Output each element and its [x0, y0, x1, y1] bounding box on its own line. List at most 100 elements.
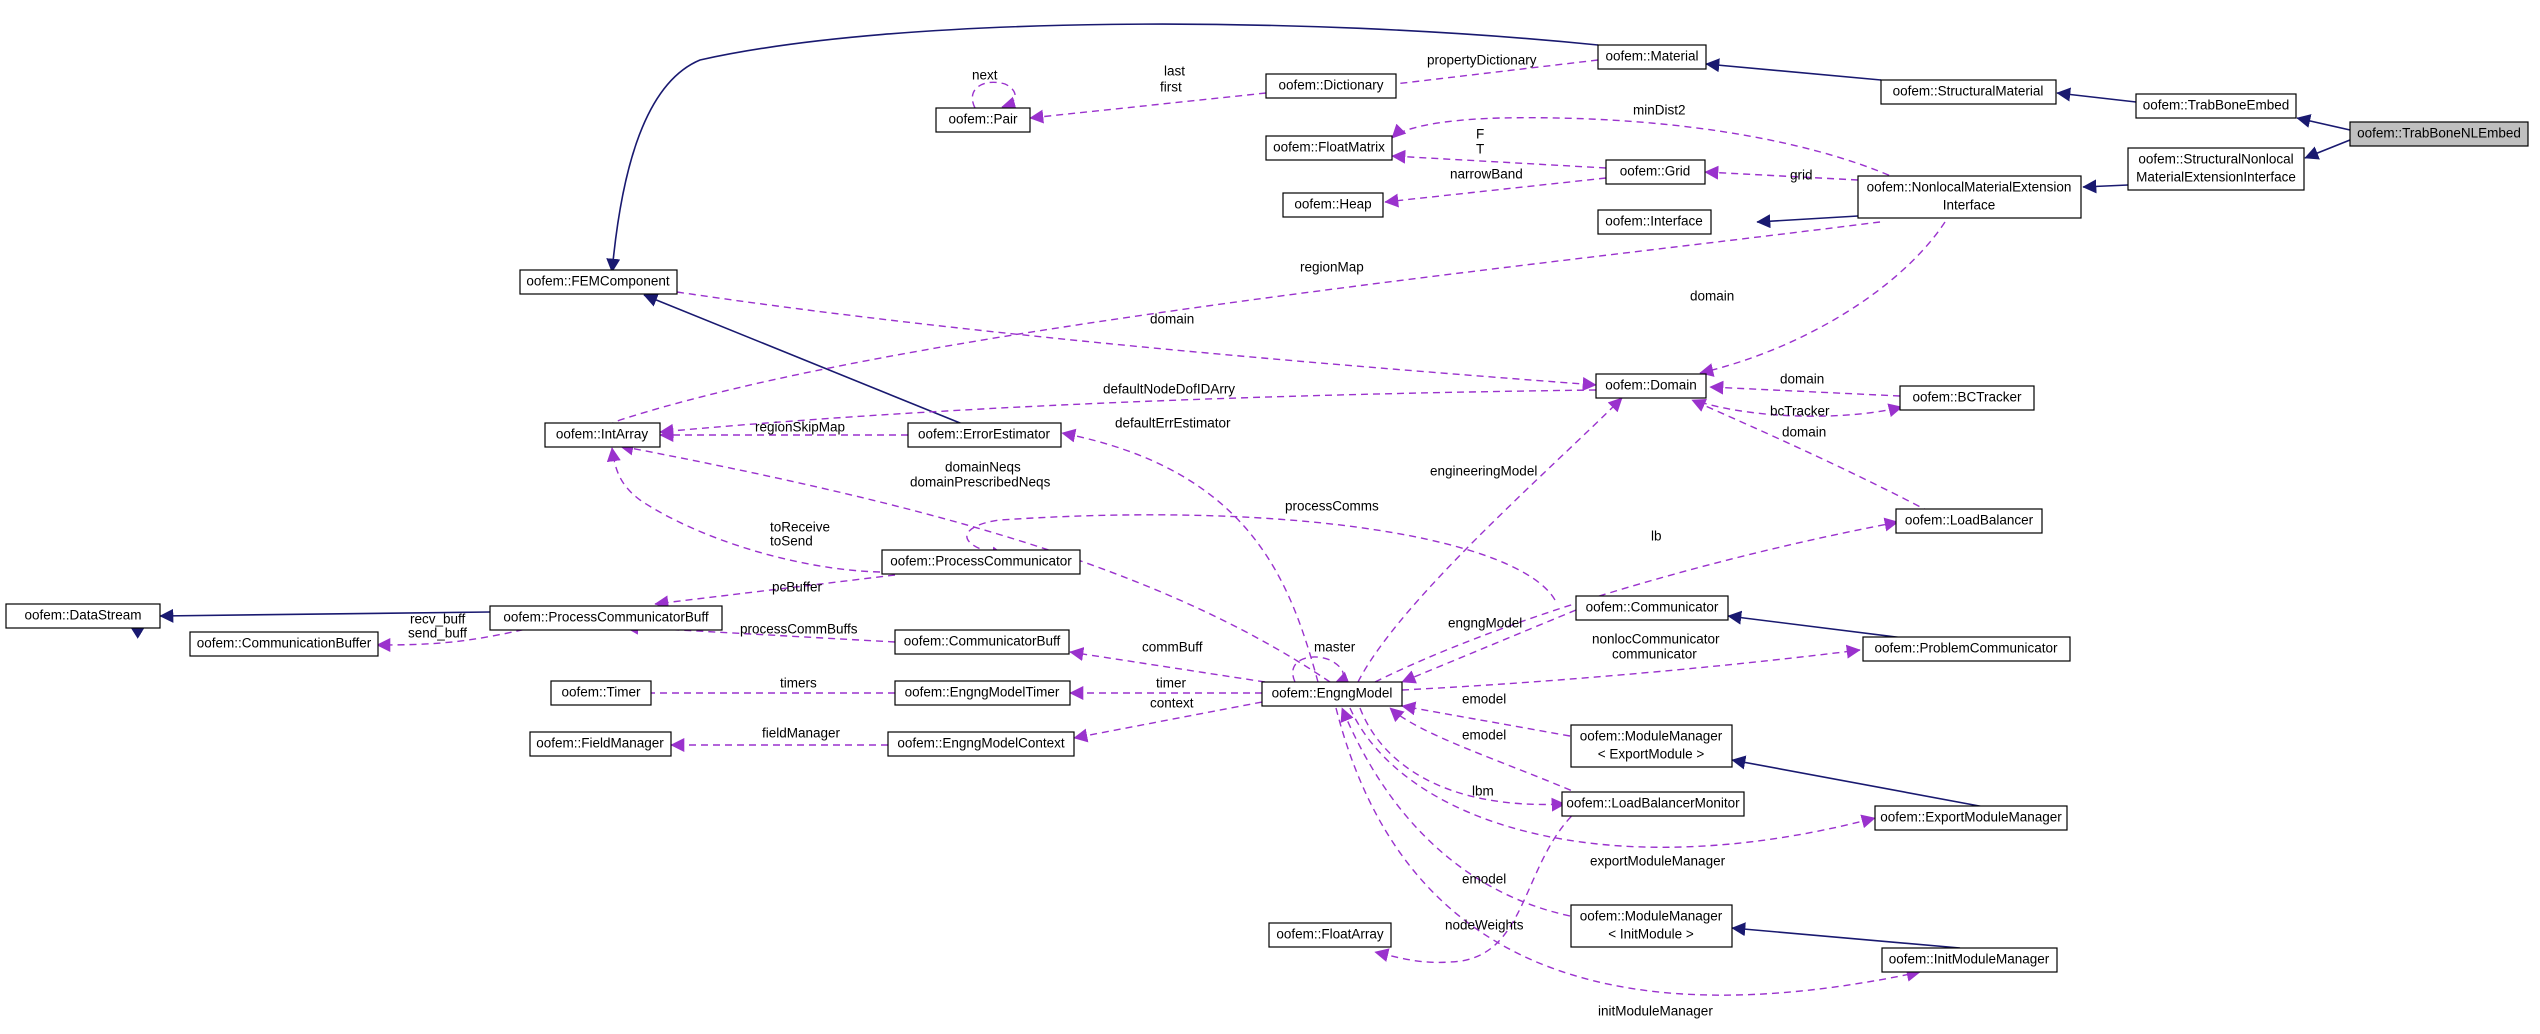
edge-trabbonenlembed-trabboneembed: [2296, 114, 2351, 131]
node-trabboneembed-label: oofem::TrabBoneEmbed: [2143, 98, 2290, 113]
node-processcommunicator-label: oofem::ProcessCommunicator: [890, 554, 1072, 569]
node-processcommunicator[interactable]: oofem::ProcessCommunicator: [881, 549, 1081, 575]
node-engngmodel-label: oofem::EngngModel: [1272, 686, 1393, 701]
node-material[interactable]: oofem::Material: [1597, 44, 1707, 70]
label-domain-bctracker: domain: [1780, 372, 1824, 387]
node-communicator[interactable]: oofem::Communicator: [1575, 595, 1729, 621]
node-loadbalancer[interactable]: oofem::LoadBalancer: [1895, 508, 2043, 534]
node-processcommunicatorbuff[interactable]: oofem::ProcessCommunicatorBuff: [489, 605, 723, 631]
node-structuralnonlocalmei[interactable]: oofem::StructuralNonlocal MaterialExtens…: [2127, 147, 2305, 191]
edge-loadbalancer-domain: [1691, 398, 1931, 513]
node-modulemanagerexport[interactable]: oofem::ModuleManager < ExportModule >: [1570, 724, 1733, 768]
node-nonlocalmei-label-1: oofem::NonlocalMaterialExtension: [1867, 180, 2072, 195]
node-communicatorbuff[interactable]: oofem::CommunicatorBuff: [894, 629, 1070, 655]
node-interface[interactable]: oofem::Interface: [1597, 209, 1712, 235]
node-interface-label: oofem::Interface: [1605, 214, 1703, 229]
label-pcbuffer: pcBuffer: [772, 580, 823, 595]
node-structuralmaterial[interactable]: oofem::StructuralMaterial: [1880, 79, 2057, 105]
node-datastream-label: oofem::DataStream: [24, 608, 141, 623]
node-modulemanagerinit-label-2: < InitModule >: [1608, 927, 1694, 942]
edge-engngmodel-loadbalancer: [1374, 517, 1899, 683]
node-modulemanagerinit[interactable]: oofem::ModuleManager < InitModule >: [1570, 904, 1733, 948]
node-loadbalancermonitor[interactable]: oofem::LoadBalancerMonitor: [1561, 791, 1745, 817]
edge-engngmodel-problemcommunicator: [1401, 644, 1861, 691]
node-errorestimator[interactable]: oofem::ErrorEstimator: [907, 422, 1062, 448]
edge-engngmodel-intarray: [619, 441, 1331, 683]
node-timer-label: oofem::Timer: [561, 685, 641, 700]
node-dictionary[interactable]: oofem::Dictionary: [1265, 73, 1397, 99]
node-communicator-label: oofem::Communicator: [1586, 600, 1719, 615]
node-structuralmaterial-label: oofem::StructuralMaterial: [1893, 84, 2044, 99]
node-modulemanagerexport-label-2: < ExportModule >: [1598, 747, 1705, 762]
node-engngmodelcontext-label: oofem::EngngModelContext: [897, 736, 1065, 751]
node-domain[interactable]: oofem::Domain: [1595, 373, 1707, 399]
label-exportmodulemanager: exportModuleManager: [1590, 854, 1726, 869]
node-grid[interactable]: oofem::Grid: [1605, 159, 1706, 185]
edge-bctracker-domain: [1709, 380, 1901, 397]
node-exportmodulemanager[interactable]: oofem::ExportModuleManager: [1874, 805, 2068, 831]
label-recv-buff: recv_buff: [410, 612, 466, 627]
label-first: first: [1160, 80, 1182, 95]
node-heap-label: oofem::Heap: [1294, 197, 1371, 212]
node-engngmodeltimer-label: oofem::EngngModelTimer: [905, 685, 1060, 700]
label-tosend: toSend: [770, 534, 813, 549]
node-datastream[interactable]: oofem::DataStream: [5, 603, 161, 629]
edge-engngmodel-exportmodulemanager: [1349, 707, 1876, 848]
node-femcomponent[interactable]: oofem::FEMComponent: [519, 269, 678, 295]
edge-material-femcomponent: [606, 23, 1599, 273]
node-heap[interactable]: oofem::Heap: [1282, 192, 1384, 218]
edge-communicator-engngmodel: [1401, 609, 1577, 684]
node-nonlocalmei[interactable]: oofem::NonlocalMaterialExtension Interfa…: [1857, 175, 2082, 219]
node-communicationbuffer-label: oofem::CommunicationBuffer: [197, 636, 372, 651]
label-f: F: [1476, 127, 1484, 142]
node-bctracker[interactable]: oofem::BCTracker: [1899, 385, 2035, 411]
usage-edges: [376, 59, 1946, 996]
label-regionskipmap: regionSkipMap: [755, 420, 845, 435]
node-domain-label: oofem::Domain: [1605, 378, 1697, 393]
edge-structuralnonlocalmei-nonlocalmei: [2082, 179, 2129, 194]
node-trabboneembed[interactable]: oofem::TrabBoneEmbed: [2135, 93, 2297, 119]
label-timer: timer: [1156, 676, 1187, 691]
node-material-label: oofem::Material: [1605, 49, 1698, 64]
edge-dictionary-pair: [1029, 92, 1267, 124]
node-pair-label: oofem::Pair: [948, 112, 1018, 127]
label-emodel-lbm: emodel: [1462, 728, 1506, 743]
edge-loadbalancermonitor-floatarray: [1374, 807, 1581, 964]
label-defaulterrestimator: defaultErrEstimator: [1115, 416, 1231, 431]
edge-initmodulemanager-modulemanagerinit: [1731, 922, 1961, 949]
label-initmodulemanager: initModuleManager: [1598, 1004, 1713, 1019]
label-domainprescribedneqs: domainPrescribedNeqs: [910, 475, 1051, 490]
label-engngmodel: engngModel: [1448, 616, 1522, 631]
edge-femcomponent-domain: [676, 291, 1597, 391]
node-floatarray[interactable]: oofem::FloatArray: [1268, 922, 1392, 948]
edge-loadbalancermonitor-engngmodel: [1389, 707, 1583, 796]
node-timer[interactable]: oofem::Timer: [550, 680, 652, 706]
edge-material-dictionary: [1377, 59, 1599, 92]
node-floatmatrix-label: oofem::FloatMatrix: [1273, 140, 1385, 155]
edge-domain-intarray: [659, 389, 1597, 438]
label-defaultnodedofidarry: defaultNodeDofIDArry: [1103, 382, 1235, 397]
node-problemcommunicator[interactable]: oofem::ProblemCommunicator: [1862, 636, 2071, 662]
label-mindist2: minDist2: [1633, 103, 1686, 118]
node-pair[interactable]: oofem::Pair: [935, 107, 1031, 133]
node-trabbonenlembed[interactable]: oofem::TrabBoneNLEmbed: [2349, 121, 2529, 147]
label-domainneqs: domainNeqs: [945, 460, 1021, 475]
label-nodeweights: nodeWeights: [1445, 918, 1524, 933]
edge-engngmodel-engngmodel-master: [1292, 656, 1350, 685]
node-engngmodel[interactable]: oofem::EngngModel: [1261, 681, 1403, 707]
node-fieldmanager[interactable]: oofem::FieldManager: [529, 731, 672, 757]
label-timers: timers: [780, 676, 817, 691]
node-initmodulemanager[interactable]: oofem::InitModuleManager: [1881, 947, 2058, 973]
node-dictionary-label: oofem::Dictionary: [1278, 78, 1383, 93]
node-communicationbuffer[interactable]: oofem::CommunicationBuffer: [189, 631, 379, 657]
edge-errorestimator-femcomponent: [643, 293, 966, 426]
label-master: master: [1314, 640, 1356, 655]
node-engngmodeltimer[interactable]: oofem::EngngModelTimer: [894, 680, 1071, 706]
node-floatmatrix[interactable]: oofem::FloatMatrix: [1265, 135, 1393, 161]
node-fieldmanager-label: oofem::FieldManager: [536, 736, 664, 751]
node-engngmodelcontext[interactable]: oofem::EngngModelContext: [887, 731, 1075, 757]
node-intarray[interactable]: oofem::IntArray: [544, 422, 661, 448]
label-emodel-export: emodel: [1462, 692, 1506, 707]
node-errorestimator-label: oofem::ErrorEstimator: [918, 427, 1051, 442]
